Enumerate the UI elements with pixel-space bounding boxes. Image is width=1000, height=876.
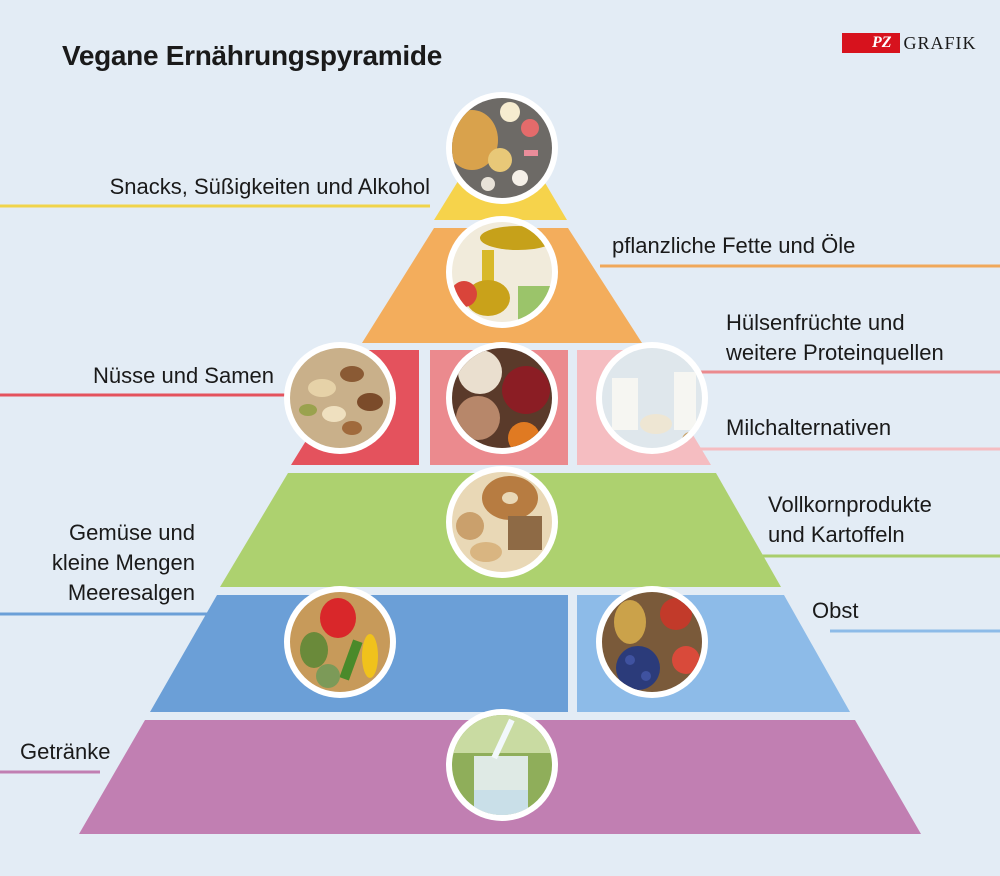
label-fats: pflanzliche Fette und Öle bbox=[612, 233, 856, 258]
vegetables-icon bbox=[284, 586, 396, 698]
oil-icon bbox=[446, 216, 558, 328]
label-grains: Vollkornprodukte und Kartoffeln bbox=[768, 490, 932, 550]
page-title: Vegane Ernährungspyramide bbox=[62, 40, 442, 71]
milk-icon bbox=[596, 342, 708, 454]
pz-grafik-logo: PZ GRAFIK bbox=[842, 32, 977, 54]
nuts-icon bbox=[284, 342, 396, 454]
label-milk: Milchalternativen bbox=[726, 415, 892, 440]
label-veg-line-3: Meeresalgen bbox=[67, 580, 195, 605]
label-veg-line-1: Gemüse und bbox=[69, 520, 195, 545]
label-snacks: Snacks, Süßigkeiten und Alkohol bbox=[109, 174, 430, 199]
bread-icon bbox=[446, 466, 558, 578]
label-legumes-line-1: Hülsenfrüchte und bbox=[726, 310, 905, 335]
label-grains-line-1: Vollkornprodukte bbox=[768, 492, 932, 517]
label-drinks: Getränke bbox=[20, 739, 111, 764]
label-nuts: Nüsse und Samen bbox=[93, 363, 274, 388]
water-glass-icon bbox=[446, 709, 558, 821]
logo-text: GRAFIK bbox=[903, 32, 977, 53]
label-veg: Gemüse und kleine Mengen Meeresalgen bbox=[20, 518, 195, 608]
label-fruit: Obst bbox=[812, 598, 859, 623]
label-veg-line-2: kleine Mengen bbox=[51, 550, 195, 575]
label-legumes: Hülsenfrüchte und weitere Proteinquellen bbox=[726, 308, 944, 368]
snacks-food-icon bbox=[446, 92, 558, 204]
logo-badge: PZ bbox=[842, 33, 900, 53]
fruit-icon bbox=[596, 586, 708, 698]
label-grains-line-2: und Kartoffeln bbox=[768, 522, 905, 547]
beans-icon bbox=[446, 342, 558, 454]
label-legumes-line-2: weitere Proteinquellen bbox=[726, 340, 944, 365]
